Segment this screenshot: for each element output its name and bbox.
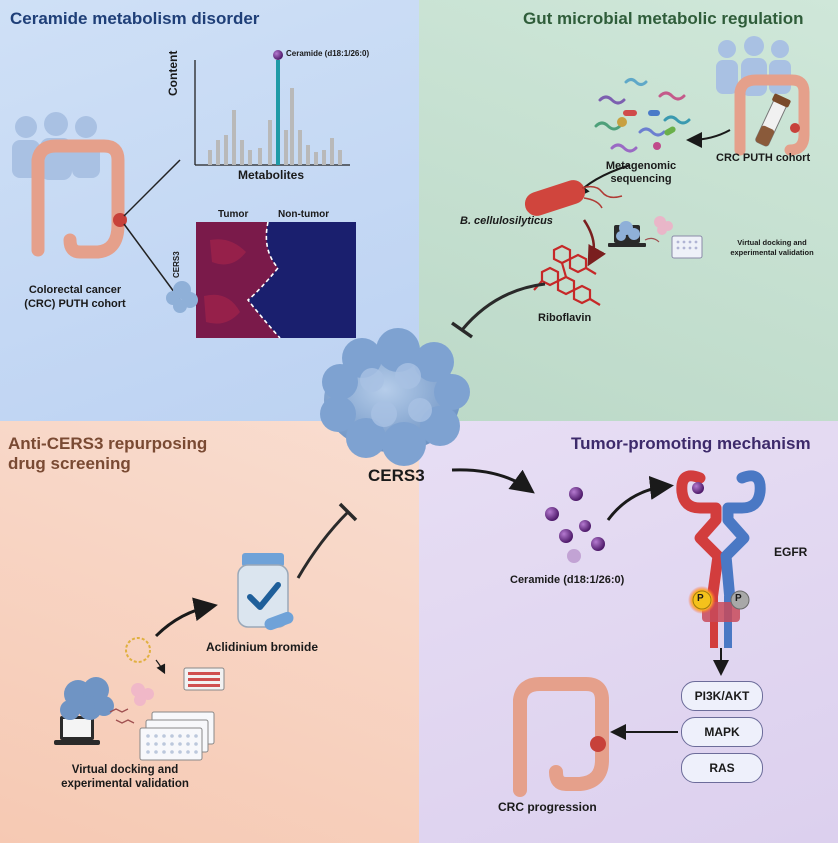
- colon-icon: [31, 139, 125, 259]
- ihc-image: [196, 221, 356, 339]
- arrow-icon: [451, 468, 535, 494]
- connector-line: [123, 159, 181, 217]
- cers3-small-icon: [166, 281, 198, 313]
- sample-tube-icon: [755, 93, 791, 147]
- phospho-label-1: P: [697, 593, 704, 604]
- well-plate-icon: [139, 667, 225, 761]
- bacterium-icon: [524, 180, 623, 216]
- panel-title-mechanism: Tumor-promoting mechanism: [571, 434, 811, 453]
- screening-docking-line1: Virtual docking and: [71, 764, 179, 776]
- arrow-icon: [155, 659, 166, 675]
- phospho-icon: [730, 590, 750, 610]
- sequencing-label-line2: sequencing: [610, 173, 672, 185]
- pathway-ras: RAS: [681, 753, 763, 783]
- metabolite-chart: [194, 50, 350, 166]
- phospho-label-2: P: [735, 593, 742, 604]
- ihc-tumor-label: Tumor: [218, 209, 249, 220]
- egfr-receptor-icon: [676, 470, 766, 648]
- drug-label: Aclidinium bromide: [206, 640, 319, 654]
- panel-drug-screening: [0, 421, 419, 843]
- ihc-marker-label: CERS3: [172, 251, 181, 278]
- pathway-pi3k-akt: PI3K/AKT: [681, 681, 763, 711]
- arrow-icon: [606, 475, 674, 521]
- panel-tumor-mechanism: [419, 421, 838, 843]
- riboflavin-molecule-icon: [533, 244, 601, 306]
- tumor-icon: [790, 123, 800, 133]
- phospho-active-icon: [692, 590, 712, 610]
- laptop-icon: [54, 716, 100, 745]
- outcome-label: CRC progression: [498, 800, 597, 814]
- sequencing-label-line1: Metagenomic: [605, 160, 677, 172]
- cohort-label-line1: Colorectal cancer: [28, 284, 122, 296]
- arrow-icon: [582, 219, 607, 267]
- compound-icon: [125, 637, 154, 706]
- chart-xlabel: Metabolites: [238, 168, 305, 182]
- panel-title-screening-2: drug screening: [8, 454, 131, 473]
- pathway-mapk: MAPK: [681, 717, 763, 747]
- chart-ylabel: Content: [166, 50, 180, 96]
- highlight-metabolite-label: Ceramide (d18:1/26:0): [286, 49, 370, 58]
- cers3-protein-icon: [320, 328, 470, 466]
- microbiome-icon: [594, 78, 691, 153]
- tumor-icon: [113, 213, 127, 227]
- riboflavin-label: Riboflavin: [538, 312, 592, 324]
- cers3-label: CERS3: [368, 466, 425, 485]
- bacterium-label: B. cellulosilyticus: [460, 215, 553, 227]
- ligand-icon: [109, 708, 135, 724]
- ihc-nontumor-label: Non-tumor: [278, 209, 330, 220]
- docking-label-line1: Virtual docking and: [737, 238, 807, 247]
- inhibition-bar: [450, 321, 474, 339]
- cohort-label-line2: (CRC) PUTH cohort: [24, 298, 126, 310]
- inhibition-arrow: [460, 282, 546, 331]
- people-icon: [716, 36, 791, 96]
- screening-docking-line2: experimental validation: [61, 778, 189, 790]
- tumor-icon: [590, 736, 606, 752]
- inhibition-bar: [338, 502, 358, 522]
- colon-icon: [734, 74, 810, 156]
- docking-label-line2: experimental validation: [730, 248, 814, 257]
- target-protein-icon: [60, 677, 114, 720]
- docking-icon: [608, 216, 703, 259]
- egfr-label: EGFR: [774, 545, 808, 559]
- arrow-icon: [686, 129, 731, 148]
- panel-title-metabolism: Ceramide metabolism disorder: [10, 9, 260, 28]
- cohort-label: CRC PUTH cohort: [716, 152, 811, 164]
- arrow-icon: [154, 597, 218, 638]
- colon-icon: [513, 677, 609, 797]
- panel-title-screening-1: Anti-CERS3 repurposing: [8, 434, 208, 453]
- inhibition-arrow: [296, 510, 350, 579]
- ceramide-label: Ceramide (d18:1/26:0): [510, 574, 625, 586]
- panel-gut-microbial: [419, 0, 838, 421]
- panel-title-microbial: Gut microbial metabolic regulation: [523, 9, 804, 28]
- drug-bottle-icon: [237, 553, 294, 631]
- connector-line: [123, 223, 181, 301]
- ceramide-molecules: [545, 487, 605, 563]
